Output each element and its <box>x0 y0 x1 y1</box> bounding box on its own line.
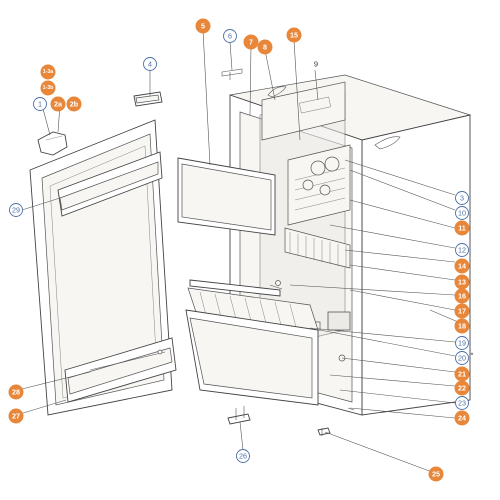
door-bin-lower <box>64 337 177 403</box>
svg-text:27: 27 <box>12 412 20 421</box>
svg-text:17: 17 <box>458 307 466 316</box>
callout-27: 27 <box>8 408 24 424</box>
svg-text:3: 3 <box>460 194 464 203</box>
hinge-part-6 <box>221 68 243 80</box>
svg-text:14: 14 <box>458 262 466 271</box>
callout-7: 7 <box>243 34 259 50</box>
svg-text:1: 1 <box>38 100 42 109</box>
svg-text:6: 6 <box>228 32 232 41</box>
freezer-flap <box>177 157 276 236</box>
svg-text:2b: 2b <box>70 100 79 109</box>
callout-1-3a: 1-3a <box>40 64 56 80</box>
callout-11: 11 <box>454 220 470 236</box>
svg-text:23: 23 <box>458 399 466 408</box>
svg-text:2a: 2a <box>54 100 63 109</box>
svg-text:10: 10 <box>458 209 466 218</box>
svg-text:1-3a: 1-3a <box>43 69 53 75</box>
svg-text:19: 19 <box>458 339 466 348</box>
bracket-part-4 <box>133 91 163 107</box>
callout-13: 13 <box>454 274 470 290</box>
door-bin-upper <box>57 151 163 217</box>
callout-1: 1 <box>33 97 47 111</box>
svg-text:5: 5 <box>201 22 205 31</box>
crisper-assembly <box>185 279 319 406</box>
callout-16: 16 <box>454 288 470 304</box>
fridge-door <box>29 119 177 416</box>
svg-text:26: 26 <box>239 452 247 461</box>
callout-3: 3 <box>455 191 469 205</box>
svg-text:28: 28 <box>12 388 20 397</box>
wire-shelf <box>284 227 351 269</box>
svg-text:4: 4 <box>148 60 152 69</box>
svg-text:7: 7 <box>249 38 253 47</box>
callout-14: 14 <box>454 258 470 274</box>
svg-text:8: 8 <box>263 43 267 52</box>
bottom-hinge-26 <box>227 406 251 425</box>
svg-text:29: 29 <box>12 206 20 215</box>
svg-text:21: 21 <box>458 370 466 379</box>
svg-text:18: 18 <box>458 322 466 331</box>
callout-2b: 2b <box>66 96 82 112</box>
callout-9: 9 <box>314 60 318 69</box>
callout-8: 8 <box>257 39 273 55</box>
callout-18: 18 <box>454 318 470 334</box>
callout-24: 24 <box>454 410 470 426</box>
svg-text:15: 15 <box>290 31 298 40</box>
svg-text:13: 13 <box>458 278 466 287</box>
callout-5: 5 <box>195 18 211 34</box>
callout-10: 10 <box>455 206 469 220</box>
callout-21: 21 <box>454 366 470 382</box>
svg-text:12: 12 <box>458 246 466 255</box>
callout-20: 20 * <box>455 351 474 365</box>
callout-26: 26 <box>236 449 250 463</box>
svg-text:24: 24 <box>458 414 466 423</box>
evaporator <box>287 144 351 226</box>
svg-text:16: 16 <box>458 292 466 301</box>
svg-text:11: 11 <box>458 224 466 233</box>
callout-15: 15 <box>286 27 302 43</box>
callout-22: 22 <box>454 380 470 396</box>
callout-6: 6 <box>223 29 237 43</box>
callout-20-asterisk: * <box>471 351 474 360</box>
callout-28: 28 <box>8 384 24 400</box>
callout-19: 19 <box>455 336 469 350</box>
callout-23: 23 <box>455 396 469 410</box>
callout-17: 17 <box>454 303 470 319</box>
callout-2a: 2a <box>50 96 66 112</box>
callout-1-3b: 1-3b <box>40 80 56 96</box>
door-hinge-top <box>37 131 68 156</box>
leader-lines <box>17 29 466 473</box>
callout-4: 4 <box>143 57 157 71</box>
callout-12: 12 <box>455 243 469 257</box>
svg-text:25: 25 <box>432 470 440 479</box>
callout-29: 29 <box>9 203 23 217</box>
svg-text:20: 20 <box>458 354 466 363</box>
foot-part-25 <box>317 427 331 436</box>
callout-25: 25 <box>428 466 444 482</box>
svg-text:9: 9 <box>314 60 318 69</box>
svg-text:1-3b: 1-3b <box>43 85 54 91</box>
svg-text:22: 22 <box>458 384 466 393</box>
